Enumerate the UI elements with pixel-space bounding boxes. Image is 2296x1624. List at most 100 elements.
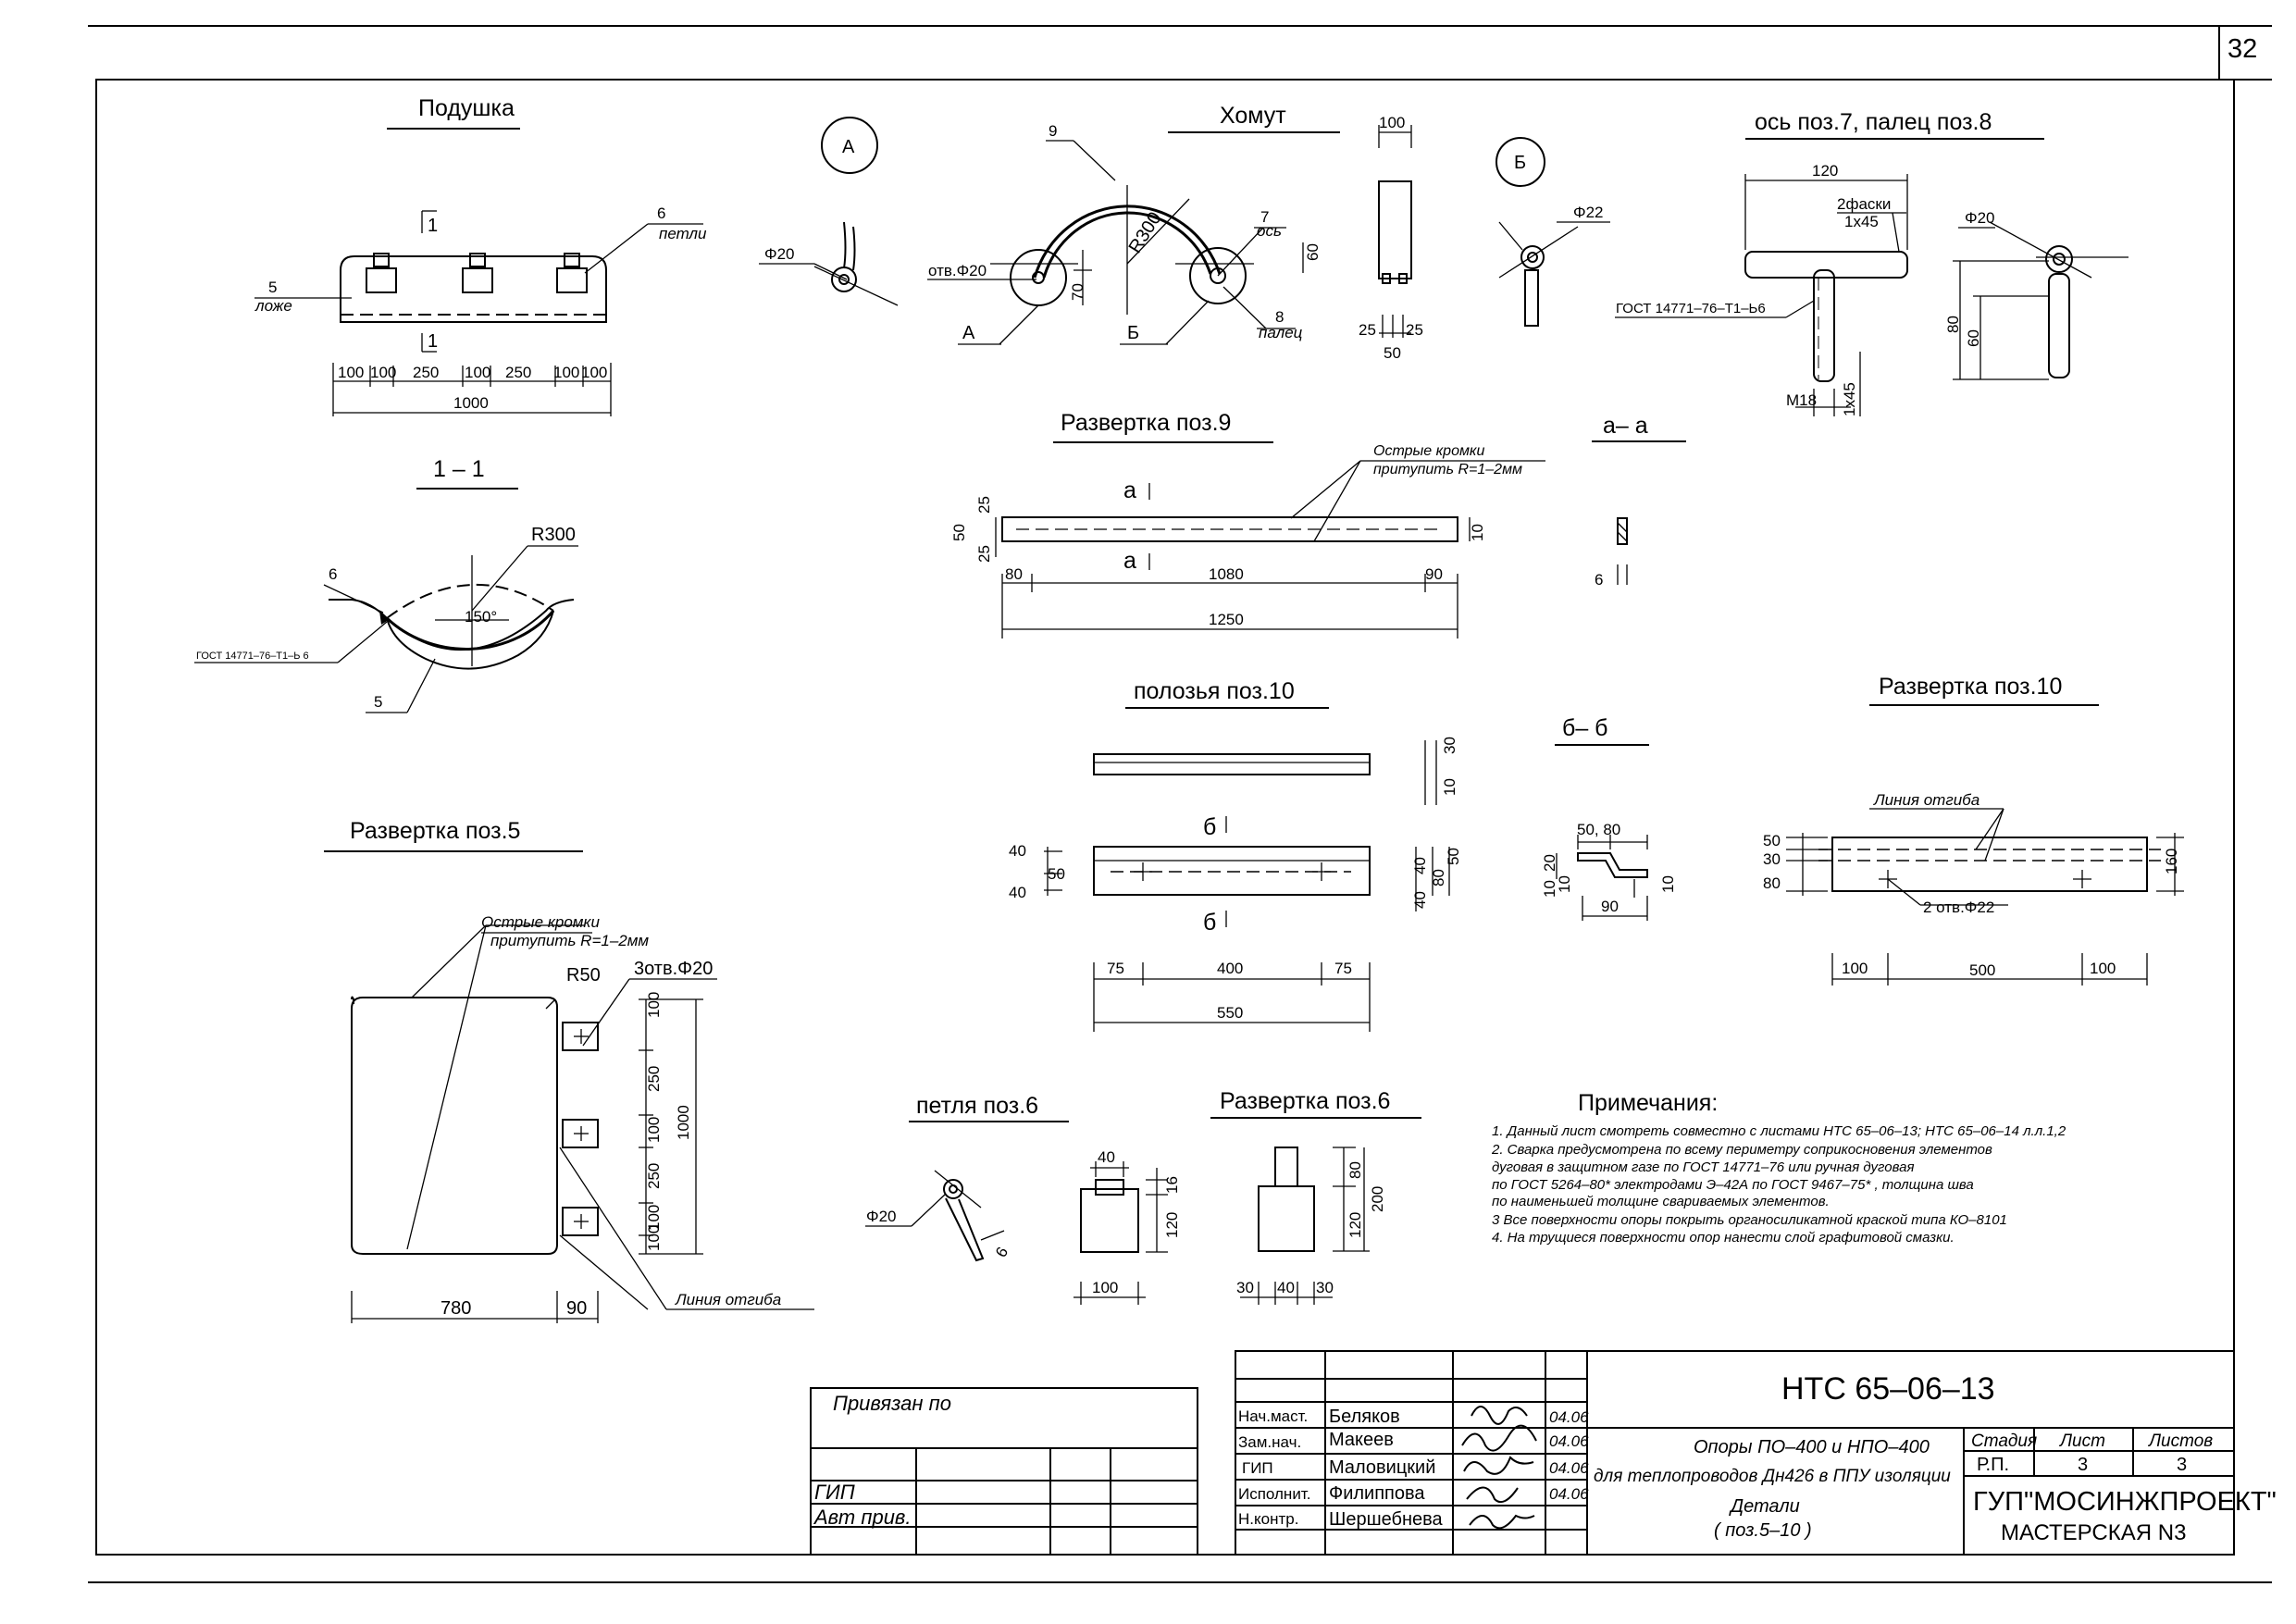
note-line: 4. На трущиеся поверхности опор нанести … — [1492, 1230, 1955, 1246]
section-mark-bottom: 1 — [428, 331, 438, 352]
role-2: Зам.нач. — [1238, 1433, 1301, 1451]
thread-m18: М18 — [1786, 391, 1817, 409]
chamfer-3: 1х45 — [1841, 382, 1858, 416]
bend-line: Линия отгиба — [1873, 791, 1980, 809]
notes-title: Примечания: — [1578, 1090, 1718, 1116]
dim-90: 90 — [1601, 898, 1619, 915]
dia-label: Φ20 — [764, 245, 794, 263]
date-2: 04.06 — [1549, 1432, 1589, 1450]
stage-label: Стадия — [1971, 1432, 2037, 1451]
date-3: 04.06 — [1549, 1459, 1589, 1477]
role-4: Исполнит. — [1238, 1485, 1310, 1503]
role-5: Н.контр. — [1238, 1510, 1298, 1528]
leader-8: 8 — [1275, 308, 1284, 326]
hdim-780: 780 — [441, 1298, 471, 1319]
node-label: Б — [1514, 153, 1526, 173]
vdim-25a: 25 — [975, 496, 993, 514]
desc-1: Опоры ПО–400 и НПО–400 — [1694, 1437, 1930, 1457]
hdim-75a: 75 — [1107, 960, 1124, 977]
binding-title: Привязан по — [833, 1392, 951, 1415]
view-title: ось поз.7, палец поз.8 — [1755, 109, 1992, 135]
section-mark-top: 1 — [428, 216, 438, 236]
dim-10a: 10 — [1541, 880, 1558, 898]
dim-10: 10 — [1441, 778, 1458, 796]
org-1: ГУП"МОСИНЖПРОЕКТ" — [1973, 1487, 2277, 1517]
binding-block: Привязан по ГИП Авт прив. — [810, 1387, 1198, 1556]
dim-120: 120 — [1163, 1212, 1181, 1238]
section-b-bottom: б — [1203, 910, 1216, 936]
vdim-2: 250 — [645, 1066, 663, 1092]
name-4: Филиппова — [1329, 1483, 1425, 1504]
rdim-50: 50 — [1445, 848, 1462, 865]
rdim-80: 80 — [1430, 869, 1447, 886]
leader-8-sub: палец — [1259, 324, 1303, 341]
signature-2 — [1461, 1424, 1537, 1452]
view-title: полозья поз.10 — [1134, 678, 1295, 704]
leader-5: 5 — [268, 279, 277, 296]
name-5: Шершебнева — [1329, 1509, 1444, 1530]
label-b: Б — [1127, 323, 1139, 343]
note-line: дуговая в защитном газе по ГОСТ 14771–76… — [1492, 1159, 1914, 1175]
gost-weld: ГОСТ 14771–76–Т1–Ь6 — [1616, 301, 1766, 316]
view-node-a: А Φ20 — [759, 117, 899, 306]
signature-3 — [1463, 1456, 1534, 1475]
rdim-40a: 40 — [1411, 891, 1429, 909]
binding-gip: ГИП — [814, 1481, 855, 1504]
view-razvertka-poz6: Развертка поз.6 80 120 200 30 40 30 — [1210, 1088, 1421, 1305]
name-2: Макеев — [1329, 1430, 1394, 1450]
radius-r300: R300 — [1125, 208, 1166, 256]
dim-3: 250 — [413, 364, 439, 381]
hdim-400: 400 — [1217, 960, 1243, 977]
dims-top: 50, 80 — [1577, 821, 1620, 838]
leader-7: 7 — [1260, 208, 1269, 226]
dim-2: 100 — [370, 364, 396, 381]
vdim-50: 50 — [1048, 865, 1065, 883]
vdim-30: 30 — [1763, 850, 1781, 868]
desc-2: для теплопроводов Дн426 в ППУ изоляции — [1594, 1467, 1951, 1486]
label-a: А — [962, 323, 975, 343]
dim-total: 50 — [1384, 344, 1401, 362]
dim-total: 1000 — [453, 394, 489, 412]
sheets-label: Листов — [2147, 1432, 2213, 1451]
vdim-6: 100 — [645, 1225, 663, 1251]
vdim-40a: 40 — [1009, 842, 1026, 860]
section-a-top: а — [1123, 477, 1136, 503]
view-node-b: Б Φ22 — [1496, 137, 1610, 327]
dim-top: 100 — [1379, 114, 1405, 131]
dia-label: Φ20 — [1965, 209, 1994, 227]
hdim-1080: 1080 — [1209, 565, 1244, 583]
hdim-80: 80 — [1005, 565, 1023, 583]
note-line: по ГОСТ 5264–80* электродами Э–42А по ГО… — [1492, 1177, 1974, 1193]
leader-6: 6 — [657, 205, 665, 222]
note-line: 1. Данный лист смотреть совместно с лист… — [1492, 1123, 2066, 1139]
view-podushka: Подушка 1 1 6 петли 5 ложе 100 100 250 — [254, 95, 707, 416]
note-line: 3 Все поверхности опоры покрыть органоси… — [1492, 1212, 2007, 1228]
view-title: Подушка — [418, 95, 515, 121]
view-polozya-poz10: полозья поз.10 30 10 б б 40 40 50 40 40 … — [1009, 678, 1462, 1032]
dim-120: 120 — [1347, 1212, 1364, 1238]
hdim-40: 40 — [1277, 1279, 1295, 1296]
desc-4: ( поз.5–10 ) — [1714, 1520, 1812, 1541]
dim-70: 70 — [1069, 283, 1086, 301]
dim-80: 80 — [1944, 316, 1962, 333]
leader-6: 6 — [329, 565, 337, 583]
dim-40: 40 — [1098, 1148, 1115, 1166]
note-line1: Острые кромки — [1373, 443, 1484, 459]
hdim-75b: 75 — [1334, 960, 1352, 977]
note-line2: притупить R=1–2мм — [490, 932, 649, 949]
leader-9: 9 — [1049, 122, 1057, 140]
dim-right: 25 — [1406, 321, 1423, 339]
doc-code: НТС 65–06–13 — [1781, 1371, 1995, 1407]
binding-avt: Авт прив. — [813, 1506, 912, 1529]
note-line: по наименьшей толщине свариваемых элемен… — [1492, 1194, 1830, 1209]
view-title: а– а — [1603, 413, 1648, 439]
dim-10c: 10 — [1659, 875, 1677, 893]
leader-5-sub: ложе — [254, 297, 292, 315]
hdim-100b: 100 — [2090, 960, 2116, 977]
sheet-value: 3 — [2078, 1455, 2088, 1475]
total: 1250 — [1209, 611, 1244, 628]
view-title: 1 – 1 — [433, 456, 485, 482]
vdim-4: 250 — [645, 1163, 663, 1189]
dim-30: 30 — [1441, 737, 1458, 754]
hdim-90: 90 — [566, 1298, 587, 1319]
